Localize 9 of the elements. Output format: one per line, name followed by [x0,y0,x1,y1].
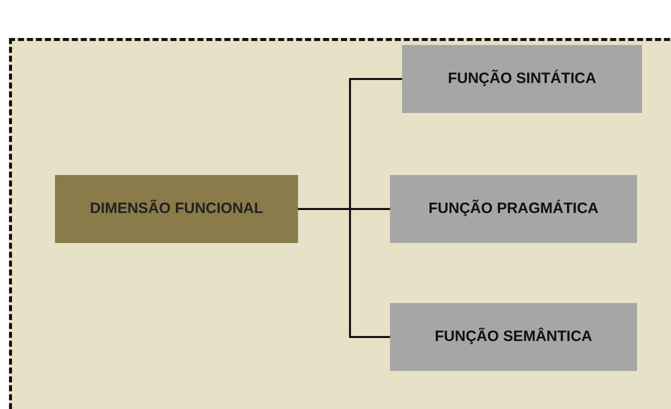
box-label: DIMENSÃO FUNCIONAL [90,200,264,218]
box-label: FUNÇÃO SINTÁTICA [448,70,596,88]
box-label: FUNÇÃO PRAGMÁTICA [428,200,598,218]
box-label: FUNÇÃO SEMÂNTICA [434,328,592,346]
root-box [55,175,298,243]
branch-box [390,175,637,243]
branch-box [402,45,642,113]
branch-box [390,303,637,371]
connector-line [298,208,390,338]
